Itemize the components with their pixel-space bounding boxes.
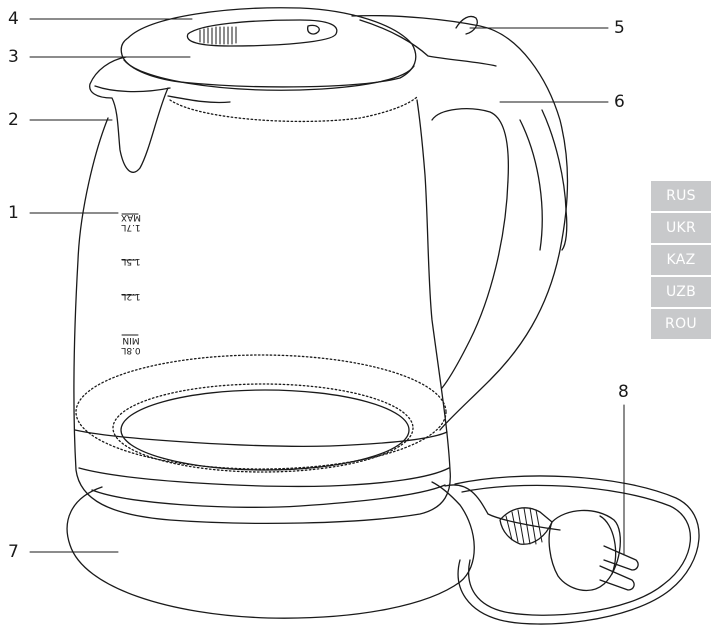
scale-mark-2-top: 1.5L	[121, 256, 141, 266]
plug	[499, 507, 639, 592]
body-lower-band	[74, 429, 448, 447]
power-cord-loop	[454, 475, 700, 625]
lid-button-arrow	[307, 24, 320, 35]
scale-mark-1-bottom: MAX	[120, 212, 142, 222]
callout-8: 8	[618, 382, 629, 402]
callout-leaders	[29, 18, 625, 556]
scale-mark-3: 1.2L	[116, 287, 146, 301]
plug-pin-2	[599, 565, 635, 591]
plug-body	[548, 509, 621, 592]
scale-mark-2: 1.5L	[116, 252, 146, 266]
power-cord-loop-2	[461, 484, 692, 616]
shoulder-dotted	[169, 95, 419, 123]
heating-plate-core	[120, 389, 410, 471]
language-tab-uzb[interactable]: UZB	[651, 277, 711, 307]
scale-mark-4-top: 0.8L	[121, 345, 141, 355]
water-level-scale	[121, 213, 139, 336]
callout-7: 7	[8, 542, 19, 562]
language-tab-ukr[interactable]: UKR	[651, 213, 711, 243]
power-cord	[444, 484, 561, 531]
language-tab-kaz[interactable]: KAZ	[651, 245, 711, 275]
base-stand	[66, 481, 475, 619]
plug-pin-1	[603, 545, 639, 571]
power-switch	[455, 15, 478, 35]
handle-inner	[431, 108, 510, 389]
scale-mark-4: 0.8L MIN	[116, 323, 146, 355]
handle-outer	[351, 14, 569, 431]
lid-button	[186, 19, 338, 47]
kettle-body	[73, 99, 451, 525]
scale-mark-1: 1.7L MAX	[116, 200, 146, 232]
language-tab-rou[interactable]: ROU	[651, 309, 711, 339]
lid-hinge-line	[167, 95, 231, 104]
handle-side	[541, 109, 568, 251]
handle-front-edge	[519, 119, 543, 251]
handle-top-trim	[359, 19, 497, 67]
lid-rim	[123, 59, 415, 91]
callout-1: 1	[8, 203, 19, 223]
plug-face	[599, 515, 617, 575]
callout-5: 5	[614, 18, 625, 38]
heating-plate-inner	[112, 383, 414, 473]
callout-4: 4	[8, 9, 19, 29]
scale-mark-4-bottom: MIN	[122, 335, 140, 345]
spout-lip	[94, 85, 171, 93]
body-band-line	[78, 467, 450, 488]
lid-button-grip	[199, 26, 237, 45]
plug-strain-relief	[499, 507, 553, 545]
scale-mark-3-top: 1.2L	[121, 291, 141, 301]
language-tabs: RUS UKR KAZ UZB ROU	[651, 181, 711, 341]
heating-plate-outer	[75, 354, 447, 470]
language-tab-rus[interactable]: RUS	[651, 181, 711, 211]
callout-2: 2	[8, 110, 19, 130]
scale-mark-1-top: 1.7L	[121, 222, 141, 232]
base-top-rim	[91, 484, 446, 508]
callout-6: 6	[614, 92, 625, 112]
callout-3: 3	[8, 47, 19, 67]
lid-top	[120, 7, 417, 88]
spout	[89, 56, 169, 173]
